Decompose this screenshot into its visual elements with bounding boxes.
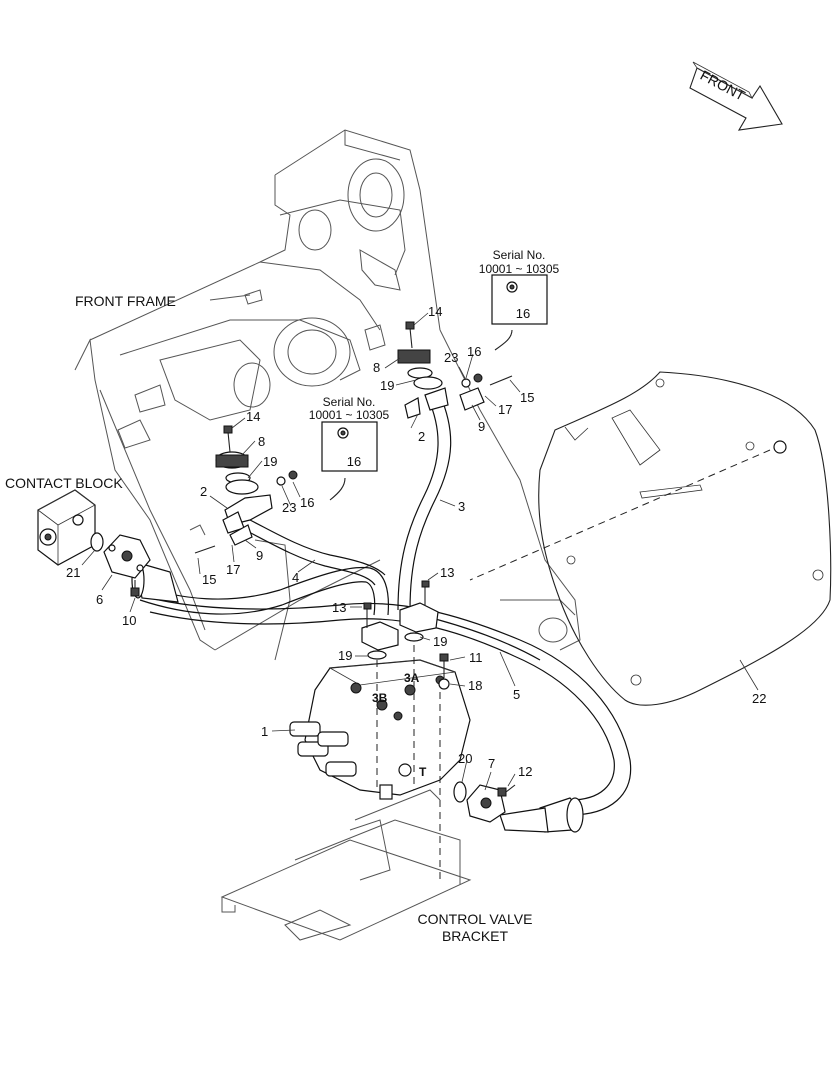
callout-4: 4 [292,570,299,585]
callout-19-valve-left: 19 [338,648,352,663]
serial-title-left-text: Serial No. [323,395,376,409]
callout-9-right: 9 [478,419,485,434]
callout-9-left: 9 [256,548,263,563]
leader-lines [81,312,759,791]
callout-2-left: 2 [200,484,207,499]
port-3a-label: 3A [404,671,420,685]
callout-22: 22 [752,691,766,706]
callout-23-left: 23 [282,500,296,515]
right-clamp-assembly [397,321,513,419]
serial-range-right: 10001 ~ 10305 [479,262,560,276]
fitting-11-18 [438,653,450,690]
callout-2-right: 2 [418,429,425,444]
front-arrow-label: FRONT [698,67,748,104]
callout-20: 20 [458,751,472,766]
callout-8-left: 8 [258,434,265,449]
callout-18: 18 [468,678,482,693]
control-valve-bracket-label-line2: BRACKET [442,928,509,944]
callout-numbers: 1 2 2 3 4 5 6 7 8 8 9 9 10 11 12 13 13 1… [66,304,766,779]
control-valve-bracket [220,789,472,941]
front-direction-arrow: FRONT [689,61,783,131]
callout-5: 5 [513,687,520,702]
control-valve: 3A 3B T [289,645,471,880]
callout-23-right: 23 [444,350,458,365]
serial-box-frame-left [321,421,378,472]
callout-10: 10 [122,613,136,628]
callout-7: 7 [488,756,495,771]
o-rings [367,632,467,803]
callout-1: 1 [261,724,268,739]
callout-17-right: 17 [498,402,512,417]
callout-8-right: 8 [373,360,380,375]
callout-15-left: 15 [202,572,216,587]
hose-4 [139,519,390,616]
callout-14-right: 14 [428,304,442,319]
contact-block-label: CONTACT BLOCK [5,475,123,491]
callout-16-left: 16 [300,495,314,510]
serial-box-right [491,274,548,351]
callout-21: 21 [66,565,80,580]
callout-16-right: 16 [467,344,481,359]
callout-6: 6 [96,592,103,607]
pipe-3 [397,394,452,611]
serial-part-left: 16 [347,454,361,469]
callout-17-left: 17 [226,562,240,577]
callout-13-left: 13 [332,600,346,615]
split-flange-6 [103,534,151,579]
left-clamp-assembly [194,425,298,554]
port-3b-label: 3B [372,691,388,705]
callout-15-right: 15 [520,390,534,405]
hose-end-fittings [131,561,584,833]
callout-13-right: 13 [440,565,454,580]
serial-box-frame-right [491,274,548,325]
callout-11: 11 [469,650,483,665]
bolts [130,580,516,797]
front-frame-label: FRONT FRAME [75,293,176,309]
callout-19-left: 19 [263,454,277,469]
serial-box-left [321,421,378,501]
callout-3: 3 [458,499,465,514]
contact-block-drawing [37,489,104,566]
port-t-label: T [419,765,427,779]
pipe-flange-blocks [361,580,439,651]
cover-plate [469,371,832,706]
control-valve-bracket-label-line1: CONTROL VALVE [418,911,533,927]
serial-range-left: 10001 ~ 10305 [309,408,390,422]
front-frame-drawing [74,129,581,661]
serial-title-right: Serial No. [493,248,546,262]
callout-14-left: 14 [246,409,260,424]
callout-19-right: 19 [380,378,394,393]
split-flange-7 [466,784,506,823]
callout-19-valve-right: 19 [433,634,447,649]
callout-12: 12 [518,764,532,779]
serial-part-right: 16 [516,306,530,321]
